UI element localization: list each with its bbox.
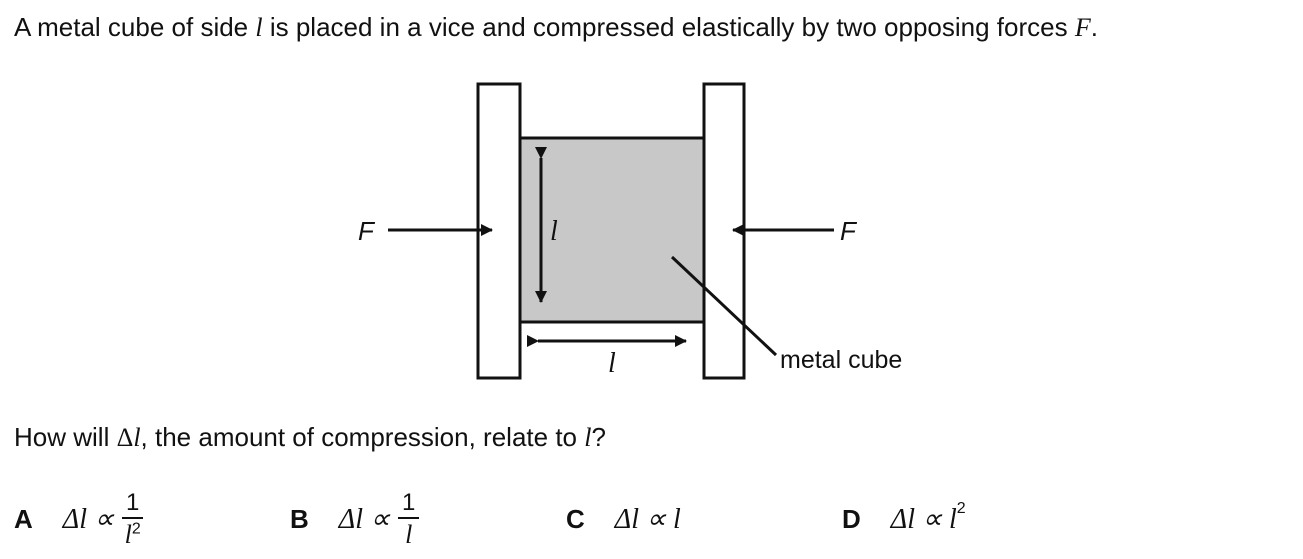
- question-delta: Δ: [116, 423, 134, 452]
- question-text-1: How will: [14, 422, 117, 452]
- stem-text-2: is placed in a vice and compressed elast…: [262, 12, 1075, 42]
- option-c[interactable]: C Δl ∝ l: [566, 484, 681, 554]
- force-label-left: F: [358, 216, 376, 246]
- denominator-var: l: [405, 519, 413, 549]
- expression-lhs: Δl ∝: [62, 504, 114, 535]
- question-text-3: ?: [591, 422, 606, 452]
- option-letter: A: [14, 503, 33, 534]
- width-label: l: [608, 348, 616, 379]
- question-prompt: How will Δl, the amount of compression, …: [14, 422, 606, 453]
- question-var-l2: l: [584, 423, 592, 452]
- stem-text-1: A metal cube of side: [14, 12, 256, 42]
- expression-lhs: Δl ∝ l: [890, 504, 957, 535]
- height-label: l: [550, 216, 558, 247]
- expression-lhs: Δl ∝ l: [614, 504, 681, 535]
- denominator-var: l: [124, 519, 132, 549]
- fraction-numerator: 1: [402, 488, 416, 516]
- fraction: 1 l2: [122, 488, 144, 548]
- metal-cube-label: metal cube: [780, 346, 902, 374]
- option-letter: D: [842, 503, 861, 534]
- question-text-2: , the amount of compression, relate to: [140, 422, 585, 452]
- option-letter: C: [566, 503, 585, 534]
- stem-var-f: F: [1074, 13, 1091, 42]
- stem-text-3: .: [1090, 12, 1098, 42]
- option-expression: Δl ∝ 1 l2: [62, 488, 144, 548]
- option-a[interactable]: A Δl ∝ 1 l2: [14, 484, 144, 554]
- question-stem: A metal cube of side l is placed in a vi…: [14, 12, 1098, 43]
- fraction-bar: [398, 516, 420, 519]
- expression-lhs: Δl ∝: [338, 504, 390, 535]
- metal-cube: [518, 136, 706, 324]
- fraction: 1 l: [398, 488, 420, 548]
- denominator-exponent: 2: [131, 519, 141, 537]
- expression-exponent: 2: [956, 500, 966, 517]
- cube-leader-line: [670, 255, 778, 357]
- question-var-l: l: [133, 423, 141, 452]
- fraction-numerator: 1: [126, 488, 140, 516]
- option-expression: Δl ∝ l: [615, 502, 681, 536]
- fraction-denominator: l2: [125, 519, 141, 548]
- fraction-denominator: l: [405, 519, 412, 548]
- option-expression: Δl ∝ 1 l: [338, 488, 420, 548]
- option-letter: B: [290, 503, 309, 534]
- force-label-right: F: [840, 216, 858, 246]
- option-b[interactable]: B Δl ∝ 1 l: [290, 484, 420, 554]
- stem-var-l: l: [255, 13, 263, 42]
- fraction-bar: [122, 516, 144, 519]
